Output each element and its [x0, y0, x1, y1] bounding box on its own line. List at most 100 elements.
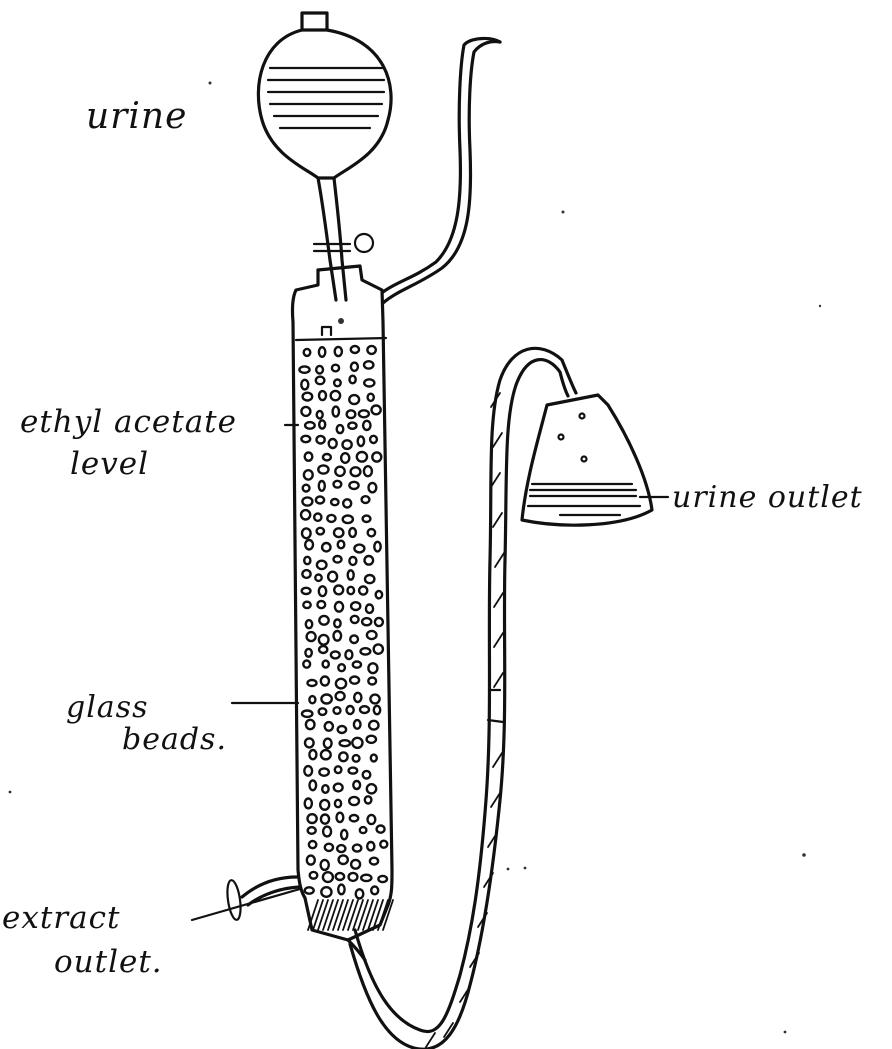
glass-bead [301, 436, 310, 442]
glass-bead [319, 481, 325, 491]
glass-bead [351, 860, 360, 869]
glass-bead [374, 706, 380, 714]
glass-bead [343, 516, 353, 524]
glass-bead [319, 708, 327, 715]
glass-bead [309, 750, 316, 759]
glass-bead [334, 528, 343, 537]
glass-bead [338, 541, 345, 549]
glass-bead [353, 845, 361, 852]
urine-outlet-label: urine outlet [672, 480, 863, 515]
glass-bead [361, 875, 371, 881]
glass-bead [331, 391, 340, 400]
glass-bead [335, 347, 342, 356]
glass-beads-label-line1: glass [66, 690, 148, 725]
glass-bead [365, 556, 374, 565]
hatch-line [358, 900, 368, 930]
glass-bead [314, 514, 321, 521]
glass-bead [359, 586, 367, 594]
glass-bead [302, 497, 312, 505]
glass-bead [369, 721, 378, 730]
glass-bead [354, 720, 361, 729]
glass-bead [349, 557, 356, 565]
glass-bead [309, 696, 315, 703]
glass-bead [349, 797, 359, 805]
glass-bead [351, 363, 358, 371]
glass-bead [318, 465, 328, 473]
glass-bead [305, 649, 311, 657]
glass-bead [305, 887, 314, 893]
glass-bead [331, 651, 340, 658]
glass-bead [317, 561, 327, 569]
glass-bead [364, 361, 373, 368]
glass-bead [351, 467, 361, 476]
glass-bead [321, 677, 329, 686]
glass-bead [350, 376, 356, 384]
glass-bead [374, 644, 383, 653]
glass-bead [368, 815, 376, 824]
hatch-line [323, 900, 333, 930]
glass-bead [371, 755, 377, 762]
glass-bead [302, 528, 311, 538]
glass-bead [316, 377, 325, 385]
glass-bead [319, 391, 326, 400]
hatch-line [328, 900, 338, 930]
hatch-line [494, 673, 503, 687]
glass-bead [370, 436, 377, 443]
glass-bead [354, 545, 364, 553]
glass-bead [357, 452, 367, 462]
glass-bead [334, 586, 343, 595]
glass-bead [304, 557, 310, 564]
glass-bead [319, 635, 329, 645]
glass-bead [322, 543, 330, 551]
glass-bead [374, 542, 380, 552]
hatch-line [313, 900, 323, 930]
glass-bead [348, 587, 355, 594]
glass-bead [368, 394, 374, 401]
glass-beads-label-line2: beads. [122, 722, 227, 757]
glass-bead [340, 740, 350, 746]
glass-bead [335, 602, 343, 612]
hatch-line [353, 900, 363, 930]
glass-bead [351, 616, 359, 623]
glass-bead [359, 410, 369, 417]
packing-hatch [308, 900, 393, 930]
glass-bead [317, 528, 324, 535]
glass-bead [367, 736, 376, 743]
glass-bead [309, 841, 316, 848]
glass-bead [333, 407, 339, 417]
glass-bead [336, 692, 345, 700]
glass-bead [337, 425, 344, 433]
glass-bead [360, 706, 369, 713]
glass-bead [367, 631, 377, 639]
glass-bead [348, 423, 356, 429]
glass-bead [361, 648, 371, 654]
upper-side-arm [383, 41, 500, 303]
glass-bead [349, 873, 358, 881]
glass-bead [323, 872, 333, 882]
ethyl-acetate-label-line1: ethyl acetate [20, 404, 237, 440]
glass-bead [331, 499, 338, 505]
glass-bead [367, 346, 375, 354]
glass-bead [310, 780, 317, 790]
hatch-line [495, 553, 504, 567]
glass-bead [319, 420, 325, 428]
glass-beads [299, 346, 387, 899]
hatch-line [493, 513, 502, 527]
ethyl-acetate-label-line2: level [70, 446, 149, 482]
glass-bead [334, 481, 342, 488]
hatch-line [348, 900, 358, 930]
glass-bead [370, 695, 379, 704]
glass-bead [324, 739, 332, 748]
glass-bead [349, 528, 356, 537]
glass-bead [319, 646, 327, 653]
hatch-line [494, 633, 503, 647]
glass-bead [347, 706, 354, 714]
glass-bead [358, 436, 364, 446]
glass-bead [301, 510, 310, 519]
glass-bead [337, 845, 345, 852]
ethyl-acetate-level-line [296, 338, 386, 340]
hatch-line [378, 900, 388, 930]
glass-bead [332, 365, 339, 372]
glass-bead [350, 815, 358, 821]
